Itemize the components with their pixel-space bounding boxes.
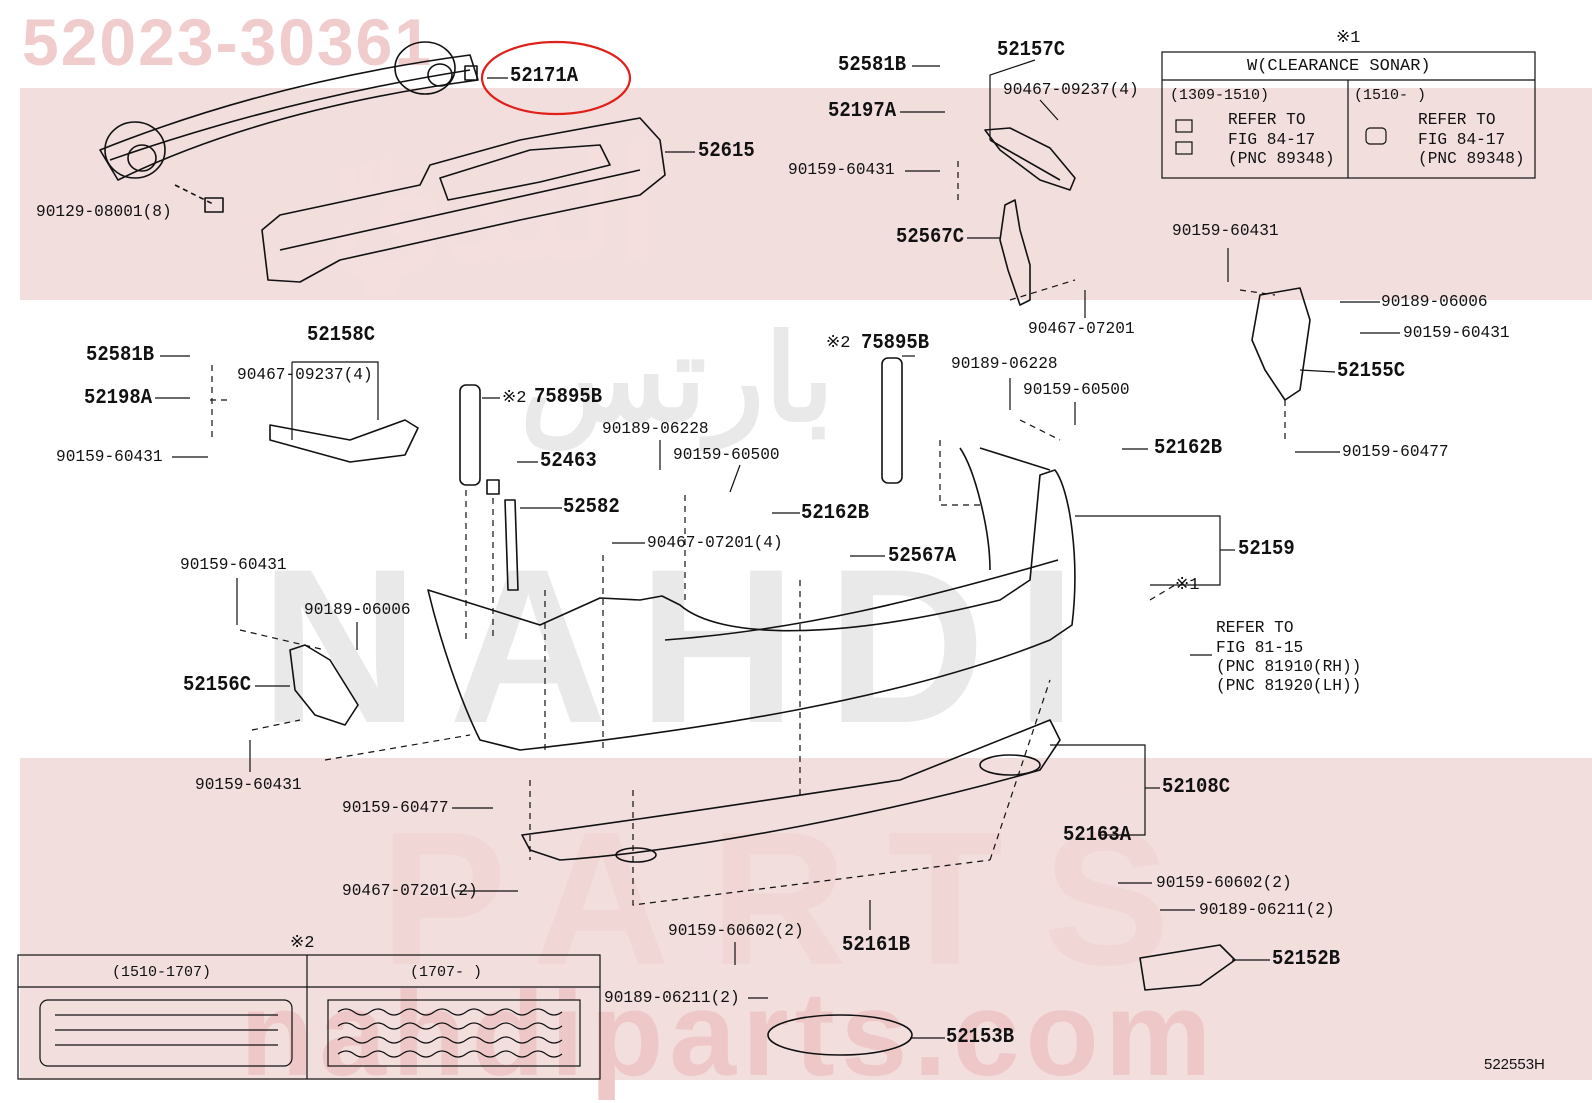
variant-box (17, 954, 601, 1080)
refer-81-15-line4: (PNC 81920(LH)) (1216, 677, 1362, 696)
mark-1-ref: ※1 (1175, 576, 1200, 595)
label-90159-60500-a: 90159-60500 (673, 446, 780, 465)
label-90189-06006-a: 90189-06006 (1381, 293, 1488, 312)
label-52158C: 52158C (307, 324, 376, 347)
sonar-left-refer-2: FIG 84-17 (1228, 131, 1316, 150)
label-90159-60602-a: 90159-60602(2) (1156, 874, 1292, 893)
label-52152B: 52152B (1272, 948, 1341, 971)
label-90159-60477-b: 90159-60477 (342, 799, 449, 818)
label-52108C: 52108C (1162, 776, 1231, 799)
variant-box-left-period: (1510-1707) (112, 964, 212, 981)
sonar-box-title: W(CLEARANCE SONAR) (1247, 57, 1431, 76)
label-90189-06228-a: 90189-06228 (602, 420, 709, 439)
label-52155C: 52155C (1337, 360, 1406, 383)
sonar-box-left-period: (1309-1510) (1170, 87, 1270, 104)
sonar-reference-box (1161, 51, 1536, 179)
watermark-latin-2: PARTS (380, 793, 1210, 1005)
label-75895B-b: 75895B (861, 332, 930, 355)
label-90159-60431-b: 90159-60431 (1172, 222, 1279, 241)
label-52198A: 52198A (84, 387, 153, 410)
label-52156C: 52156C (183, 674, 252, 697)
refer-81-15-line2: FIG 81-15 (1216, 639, 1304, 658)
label-90467-09237-b: 90467-09237(4) (237, 366, 373, 385)
label-52567C: 52567C (896, 226, 965, 249)
watermark-arabic-sub: بارتس (520, 312, 835, 446)
refer-81-15-line3: (PNC 81910(RH)) (1216, 658, 1362, 677)
label-90189-06006-b: 90189-06006 (304, 601, 411, 620)
label-90189-06228-b: 90189-06228 (951, 355, 1058, 374)
label-52162B-b: 52162B (1154, 437, 1223, 460)
label-52463: 52463 (540, 450, 597, 473)
label-52615: 52615 (698, 140, 755, 163)
watermark-part-number: 52023-30361 (22, 5, 434, 79)
label-52197A: 52197A (828, 100, 897, 123)
label-52153B: 52153B (946, 1026, 1015, 1049)
variant-box-right-period: (1707- ) (410, 964, 483, 981)
label-90467-07201-2: 90467-07201(2) (342, 882, 478, 901)
sonar-left-refer-3: (PNC 89348) (1228, 150, 1335, 169)
label-52159: 52159 (1238, 538, 1295, 561)
label-52163A: 52163A (1063, 824, 1132, 847)
label-90467-07201-4: 90467-07201(4) (647, 534, 783, 553)
refer-81-15-line1: REFER TO (1216, 619, 1294, 638)
label-90159-60431-e: 90159-60431 (180, 556, 287, 575)
label-90159-60431-d: 90159-60431 (56, 448, 163, 467)
sonar-right-refer-3: (PNC 89348) (1418, 150, 1525, 169)
label-52567A: 52567A (888, 545, 957, 568)
label-90159-60431-f: 90159-60431 (195, 776, 302, 795)
sonar-box-mark: ※1 (1336, 29, 1361, 48)
watermark-arabic: النديّ (330, 122, 659, 290)
label-52171A: 52171A (510, 65, 579, 88)
watermark-band-top (20, 88, 1592, 300)
label-52162B-a: 52162B (801, 502, 870, 525)
label-90189-06211-a: 90189-06211(2) (1199, 901, 1335, 920)
label-90467-09237-a: 90467-09237(4) (1003, 81, 1139, 100)
figure-code: 522553H (1484, 1056, 1545, 1073)
label-90159-60431-a: 90159-60431 (788, 161, 895, 180)
label-75895B-a: 75895B (534, 386, 603, 409)
mark-2-a: ※2 (502, 389, 527, 408)
label-90129-08001: 90129-08001(8) (36, 203, 172, 222)
label-90467-07201-a: 90467-07201 (1028, 320, 1135, 339)
label-52582: 52582 (563, 496, 620, 519)
label-90159-60477-a: 90159-60477 (1342, 443, 1449, 462)
label-52157C: 52157C (997, 39, 1066, 62)
label-90159-60431-c: 90159-60431 (1403, 324, 1510, 343)
mark-2-b: ※2 (826, 334, 851, 353)
sonar-right-refer-2: FIG 84-17 (1418, 131, 1506, 150)
label-90189-06211-b: 90189-06211(2) (604, 989, 740, 1008)
label-90159-60500-b: 90159-60500 (1023, 381, 1130, 400)
label-52581B-top: 52581B (838, 54, 907, 77)
sonar-left-refer-1: REFER TO (1228, 111, 1306, 130)
label-90159-60602-b: 90159-60602(2) (668, 922, 804, 941)
highlight-circle (480, 40, 632, 116)
watermark-latin: NAHDI (260, 523, 1107, 769)
variant-box-mark: ※2 (290, 934, 315, 953)
watermark-band-bottom (20, 758, 1592, 1080)
label-52161B: 52161B (842, 934, 911, 957)
sonar-right-refer-1: REFER TO (1418, 111, 1496, 130)
sonar-box-right-period: (1510- ) (1354, 87, 1427, 104)
label-52581B-mid: 52581B (86, 344, 155, 367)
